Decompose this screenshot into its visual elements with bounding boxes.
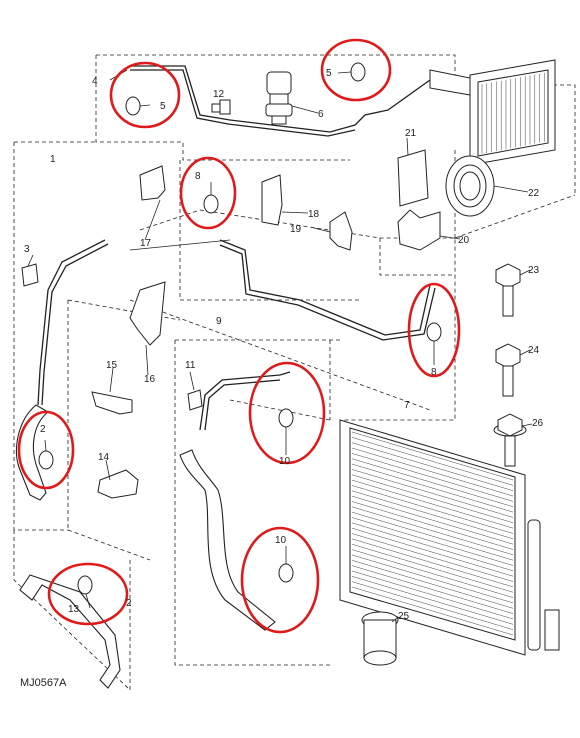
highlight-circle-8-top: [179, 156, 237, 230]
callout-25: 25: [398, 611, 410, 622]
callout-3: 3: [24, 244, 30, 255]
callout-10-lower: 10: [275, 535, 287, 546]
highlight-circles: [17, 38, 461, 634]
callout-13: 13: [68, 604, 80, 615]
callout-5-left: 5: [160, 101, 166, 112]
outline-group-2: [13, 529, 151, 691]
highlight-circle-10-upper: [248, 361, 326, 465]
condenser: [339, 419, 560, 656]
callout-23: 23: [528, 265, 540, 276]
seal-10a: [278, 408, 294, 428]
components: [21, 62, 527, 666]
callout-26: 26: [532, 418, 544, 429]
callout-labels: 1 2 2 3 4 5 5 6 7 8 8 9 10 10 11 12 13 1…: [24, 68, 544, 622]
bracket-18: [261, 174, 283, 226]
cap-11: [187, 389, 203, 411]
callout-7: 7: [404, 400, 410, 411]
pipe-left-2: [41, 243, 109, 406]
callout-8-top: 8: [195, 171, 201, 182]
bolt-24: [495, 343, 521, 397]
highlight-circle-5-left: [109, 61, 181, 129]
bracket-16: [129, 281, 166, 346]
highlight-circle-2: [17, 410, 75, 490]
highlight-circle-8-right: [407, 282, 461, 378]
callout-9: 9: [216, 316, 222, 327]
hoses: [16, 404, 276, 689]
bolt-23: [495, 263, 521, 317]
refrigerant-pipes: [37, 65, 436, 431]
pipe-top-main-2: [130, 69, 356, 137]
highlight-circle-5-right: [320, 38, 392, 102]
clip-15: [91, 391, 133, 415]
pipe-mid: [199, 371, 291, 431]
seal-2: [38, 450, 54, 470]
pipe-central: [219, 239, 431, 336]
callout-1: 1: [50, 154, 56, 165]
clip-14: [97, 469, 139, 499]
clip-17: [139, 165, 166, 201]
highlight-circle-13: [47, 562, 129, 626]
pipe-mid-2: [204, 379, 281, 431]
outline-group-9: [67, 299, 340, 666]
callout-12: 12: [213, 89, 225, 100]
callout-8-right: 8: [431, 367, 437, 378]
callout-14: 14: [98, 452, 110, 463]
pressure-switch: [265, 71, 293, 125]
callout-2-left: 2: [40, 424, 46, 435]
callout-5-right: 5: [326, 68, 332, 79]
seal-8a: [203, 194, 219, 214]
o-ring-seal-22: [445, 155, 495, 217]
callout-10-upper: 10: [279, 456, 291, 467]
callout-4: 4: [92, 76, 98, 87]
callout-17: 17: [140, 238, 152, 249]
callout-21: 21: [405, 128, 417, 139]
clip-19: [329, 211, 353, 251]
hose-mid-flexible: [179, 449, 276, 631]
callout-20: 20: [458, 235, 470, 246]
seal-10b: [278, 563, 294, 583]
seal-8b: [426, 322, 442, 342]
seal-5b: [350, 62, 366, 82]
pipe-left: [37, 239, 106, 406]
callout-16: 16: [144, 374, 156, 385]
grommet-25: [361, 611, 399, 666]
pipe-top-main: [130, 65, 431, 133]
callout-18: 18: [308, 209, 320, 220]
seal-5a: [125, 96, 141, 116]
callout-19: 19: [290, 224, 302, 235]
callout-24: 24: [528, 345, 540, 356]
callout-6: 6: [318, 109, 324, 120]
callout-15: 15: [106, 360, 118, 371]
highlight-circle-10-lower: [240, 526, 320, 634]
hose-bottom-flexible: [19, 574, 121, 689]
cap-3: [21, 263, 39, 287]
callout-2-bottom: 2: [126, 598, 132, 609]
insulator-20: [397, 209, 441, 251]
drawing-code: MJ0567A: [20, 677, 67, 689]
module-21: [397, 149, 429, 207]
evaporator-core: [429, 59, 556, 166]
schrader-valve-12: [211, 99, 231, 115]
pipe-branch-17: [129, 239, 231, 251]
bolt-26: [493, 413, 527, 467]
callout-11: 11: [185, 360, 196, 371]
leader-lines: [27, 69, 533, 623]
pipe-central-2: [219, 244, 436, 341]
callout-22: 22: [528, 188, 540, 199]
seal-13: [77, 575, 93, 595]
